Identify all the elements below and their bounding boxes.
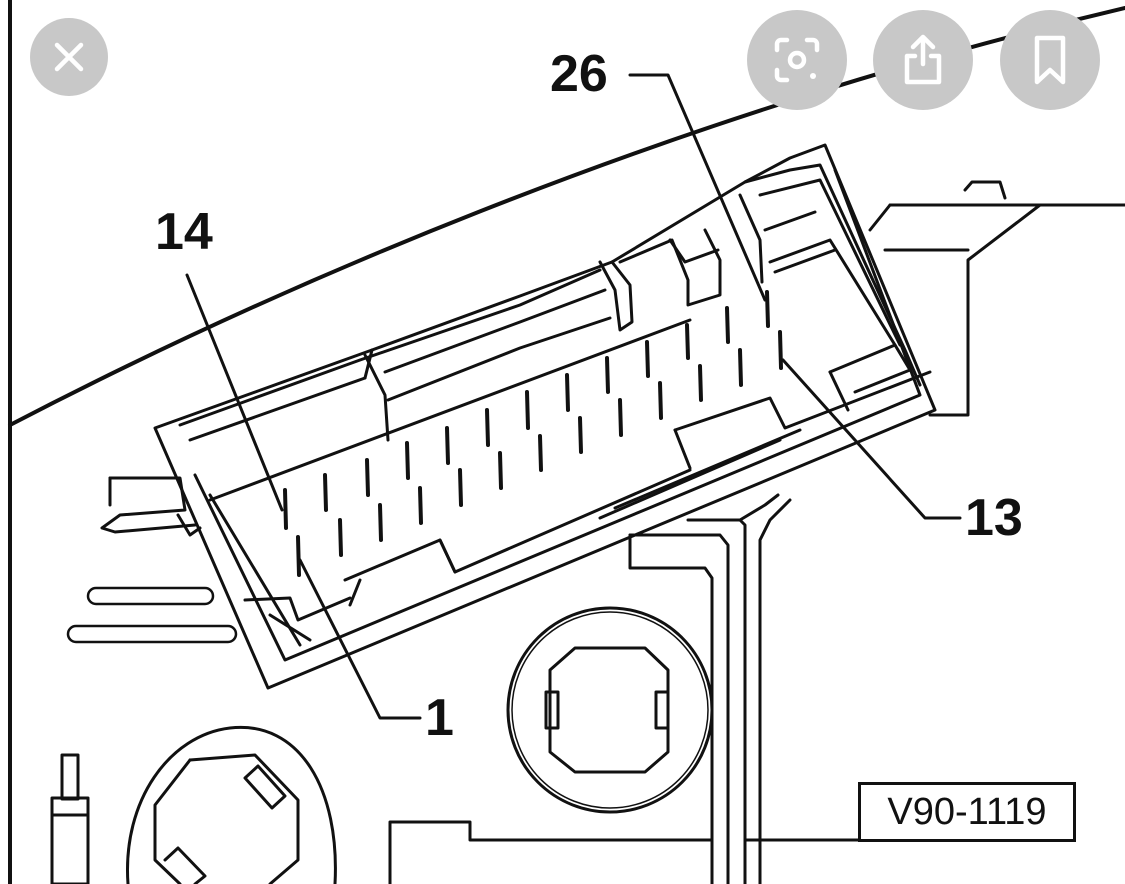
mounting-post (50, 753, 90, 884)
round-socket-bottom-left (125, 725, 337, 884)
leader-pin-1 (298, 558, 422, 720)
close-button[interactable] (30, 18, 108, 96)
callout-pin-26: 26 (550, 45, 608, 103)
share-icon (904, 34, 942, 85)
round-socket-center (506, 606, 714, 814)
callout-pin-14: 14 (155, 203, 213, 261)
bracket-slot-upper (86, 586, 215, 606)
bookmark-button[interactable] (1000, 10, 1100, 110)
leader-pin-14 (185, 273, 284, 512)
bookmark-icon (1034, 35, 1066, 85)
connector-housing (100, 143, 1125, 690)
leader-pin-26 (628, 73, 767, 302)
close-icon (54, 42, 84, 72)
bottom-strip (388, 820, 714, 884)
connector-pins-bottom-row (296, 330, 783, 577)
leader-pin-13 (781, 358, 962, 520)
wiring (628, 493, 792, 884)
callout-pin-1: 1 (425, 689, 454, 747)
lens-search-button[interactable] (747, 10, 847, 110)
figure-id-label: V90-1119 (858, 782, 1076, 842)
bracket-slot-lower (66, 624, 238, 644)
leader-lines (185, 73, 962, 720)
lens-scan-icon (774, 37, 820, 83)
callout-pin-13: 13 (965, 489, 1023, 547)
share-button[interactable] (873, 10, 973, 110)
connector-pins-top-row (283, 290, 770, 530)
